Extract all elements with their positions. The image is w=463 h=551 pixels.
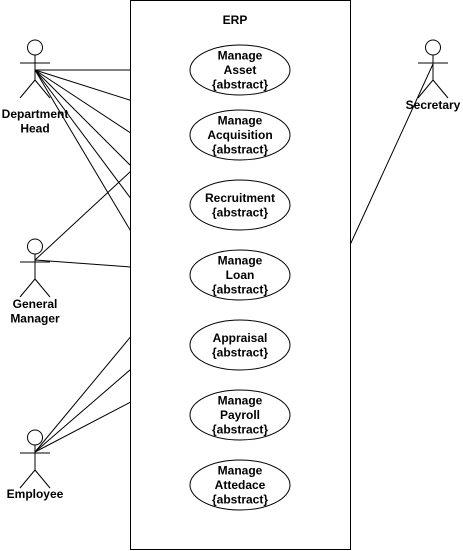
use-case-label: Asset: [224, 63, 257, 77]
use-case-appraisal[interactable]: Appraisal{abstract}: [189, 319, 291, 371]
actor-label: Manager: [10, 312, 60, 326]
stick-figure-icon: [19, 39, 51, 99]
use-case-label: Manage: [218, 114, 263, 128]
use-case-ellipse: [189, 109, 291, 161]
use-cases-layer: ManageAsset{abstract}ManageAcquisition{a…: [189, 44, 291, 511]
use-case-ellipse: [189, 389, 291, 441]
use-case-ellipse: [189, 249, 291, 301]
use-case-label: Payroll: [220, 408, 260, 422]
use-case-label: Manage: [218, 464, 263, 478]
actor-label: Employee: [7, 487, 64, 501]
actor-label: Secretary: [406, 98, 461, 112]
use-case-label: Loan: [226, 268, 255, 282]
use-case-label: {abstract}: [212, 205, 268, 219]
use-case-label: Recruitment: [205, 191, 275, 205]
actor-label: General: [13, 297, 58, 311]
use-case-label: {abstract}: [212, 423, 268, 437]
use-case-ellipse: [189, 319, 291, 371]
actor-employee[interactable]: Employee: [7, 429, 64, 501]
actor-label: Head: [20, 122, 49, 136]
use-case-ellipse: [189, 44, 291, 96]
stick-figure-icon: [19, 238, 51, 298]
use-case-label: {abstract}: [212, 143, 268, 157]
system-title: ERP: [223, 13, 248, 27]
use-case-label: Attedace: [215, 478, 266, 492]
use-case-label: Manage: [218, 254, 263, 268]
use-case-label: {abstract}: [212, 283, 268, 297]
use-case-recruitment[interactable]: Recruitment{abstract}: [189, 179, 291, 231]
use-case-label: Acquisition: [207, 128, 272, 142]
actor-label: Department: [2, 107, 69, 121]
use-case-label: {abstract}: [212, 493, 268, 507]
use-case-label: {abstract}: [212, 78, 268, 92]
use-case-label: Manage: [218, 394, 263, 408]
use-case-label: Manage: [218, 49, 263, 63]
use-case-ellipse: [189, 459, 291, 511]
stick-figure-icon: [19, 429, 51, 489]
use-case-label: {abstract}: [212, 345, 268, 359]
use-case-ellipse: [189, 179, 291, 231]
stick-figure-icon: [417, 39, 449, 99]
actor-secretary[interactable]: Secretary: [406, 39, 461, 112]
use-case-label: Appraisal: [213, 331, 268, 345]
